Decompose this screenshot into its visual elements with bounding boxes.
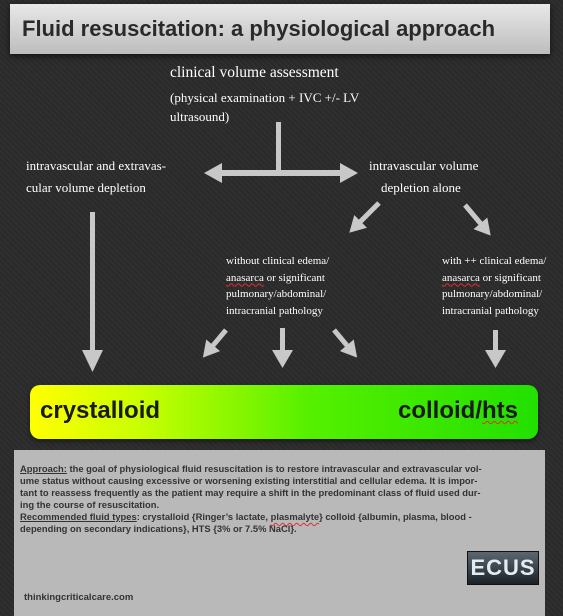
info-line-5c: } colloid {albumin, plasma, blood - xyxy=(319,511,472,522)
colloid-label-text: colloid/ xyxy=(398,397,482,424)
ecus-logo-text: ECUS xyxy=(470,555,536,580)
without-edema-text: without clinical edema/ anasarca or sign… xyxy=(226,253,329,319)
with-edema-line-2: anasarca or significant xyxy=(442,270,546,287)
with-edema-line-1: with ++ clinical edema/ xyxy=(442,255,547,267)
arrow-to-colloid xyxy=(332,328,358,358)
without-edema-line-2-rest: or significant xyxy=(263,271,325,284)
without-edema-line-4: intracranial pathology xyxy=(226,304,323,317)
double-arrow xyxy=(204,163,358,183)
info-panel: Approach: the goal of physiological flui… xyxy=(14,450,545,616)
footer-url[interactable]: thinkingcriticalcare.com xyxy=(24,592,134,603)
info-line-1-text: the goal of physiological fluid resuscit… xyxy=(66,463,482,474)
without-edema-line-1: without clinical edema/ xyxy=(226,255,330,267)
fluid-spectrum-bar: crystalloid colloid/hts xyxy=(30,385,538,439)
left-branch-line-2: cular volume depletion xyxy=(26,180,146,195)
page-title: Fluid resuscitation: a physiological app… xyxy=(22,16,496,41)
title-banner: Fluid resuscitation: a physiological app… xyxy=(10,4,550,54)
with-edema-term: anasarca xyxy=(442,271,480,284)
left-down-arrow xyxy=(82,212,103,372)
approach-label: Approach: xyxy=(20,463,67,474)
info-line-1: Approach: the goal of physiological flui… xyxy=(20,463,540,475)
right-branch-line-2: depletion alone xyxy=(381,180,461,195)
colloid-label: colloid/hts xyxy=(398,397,518,425)
hts-label-text: hts xyxy=(482,397,518,424)
down-right-arrow xyxy=(463,203,491,236)
assessment-line-1: (physical examination + IVC +/- LV xyxy=(170,90,360,105)
crystalloid-label: crystalloid xyxy=(40,397,161,424)
left-branch-line-1: intravascular and extravas- xyxy=(26,158,167,173)
without-edema-line-3: pulmonary/abdominal/ xyxy=(226,288,327,300)
info-line-3: tant to reassess frequently as the patie… xyxy=(20,487,481,498)
info-line-5: Recommended fluid types: crystalloid {Ri… xyxy=(20,511,540,523)
info-line-2: ume status without causing excessive or … xyxy=(20,475,478,486)
with-edema-line-2-rest: or significant xyxy=(479,271,541,284)
arrow-to-middle xyxy=(272,328,293,368)
info-line-6: depending on secondary indications}, HTS… xyxy=(20,523,297,534)
ecus-logo: ECUS xyxy=(467,551,539,585)
right-down-arrow xyxy=(485,330,506,368)
without-edema-term: anasarca xyxy=(226,271,264,284)
right-branch-line-1: intravascular volume xyxy=(369,158,479,173)
down-left-arrow xyxy=(349,201,381,233)
arrow-to-crystalloid xyxy=(202,328,228,358)
plasmalyte-term: plasmalyte xyxy=(270,511,320,522)
info-text: Approach: the goal of physiological flui… xyxy=(20,463,540,535)
with-edema-text: with ++ clinical edema/ anasarca or sign… xyxy=(442,253,546,319)
info-line-4: ing the course of resuscitation. xyxy=(20,499,160,510)
recommended-label: Recommended fluid types xyxy=(20,511,137,522)
info-line-5a: : crystalloid {Ringer’s lactate, xyxy=(136,511,271,522)
assessment-line-2: ultrasound) xyxy=(170,109,230,124)
with-edema-line-3: pulmonary/abdominal/ xyxy=(442,288,543,300)
without-edema-line-2: anasarca or significant xyxy=(226,270,329,287)
with-edema-line-4: intracranial pathology xyxy=(442,304,539,317)
assessment-heading: clinical volume assessment xyxy=(170,64,339,81)
stem-arrow xyxy=(276,122,281,172)
